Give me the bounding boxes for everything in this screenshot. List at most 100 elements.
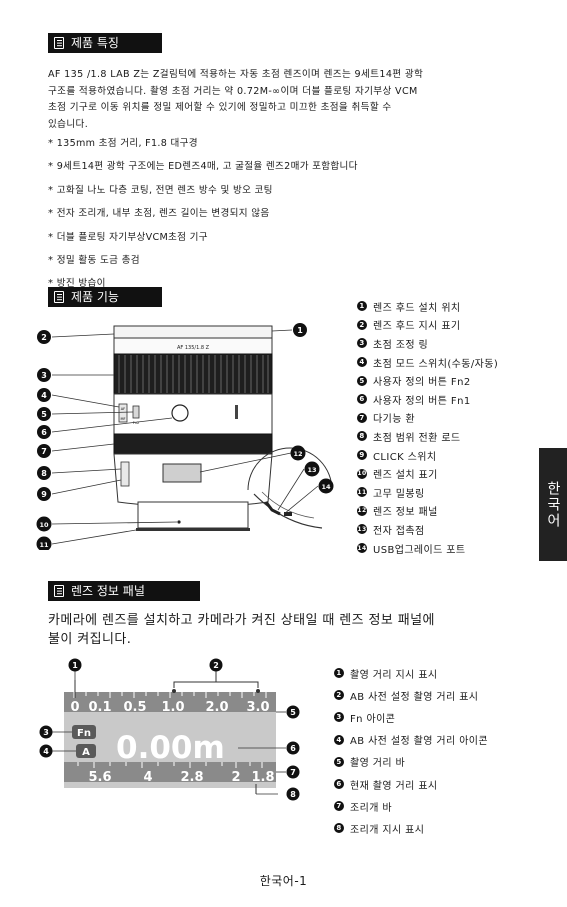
aperture-scale-label: 5.6	[88, 770, 111, 785]
item-label: 렌즈 정보 패널	[373, 507, 438, 519]
item-number-badge: 8	[334, 823, 344, 834]
ab-preset-bracket	[173, 681, 259, 688]
fn1-button[interactable]	[171, 404, 189, 422]
callout-badges: 1 2 3 4 5 6 7 8 9 10 11 12 13 14	[36, 323, 334, 550]
current-distance: 0.00m	[116, 730, 225, 766]
rubber-seal-ring	[136, 528, 250, 531]
item-number-badge: 7	[334, 801, 344, 812]
item-label: 현재 촬영 거리 표시	[350, 780, 438, 792]
item-label: 렌즈 후드 설치 위치	[373, 302, 461, 314]
item-number-badge: 11	[357, 487, 367, 498]
focus-range-lever[interactable]	[120, 461, 130, 487]
distance-scale-label: 2.0	[205, 700, 228, 715]
item-number-badge: 3	[357, 338, 367, 349]
info-panel-diagram: 0 0.1 0.5 1.0 2.0 3.0 Fn A 0.00m 5.6 4 2…	[39, 658, 300, 801]
distance-bar	[64, 692, 276, 712]
item-number-badge: 10	[357, 468, 367, 479]
panel-callout-4: 4	[43, 747, 49, 756]
callout-14: 14	[321, 483, 331, 491]
switch-af-label: AF	[121, 407, 125, 411]
parts-list-item: 13 전자 접촉점	[357, 520, 498, 539]
item-number-badge: 13	[357, 524, 367, 535]
side-text-mark	[235, 405, 238, 419]
feature-item: 정밀 활동 도금 총검	[48, 253, 518, 276]
item-number-badge: 8	[357, 431, 367, 442]
ab-icon-label: A	[82, 747, 90, 758]
fn2-label: Fn2	[133, 421, 139, 425]
aperture-scale-label: 4	[143, 770, 152, 785]
panel-callout-3: 3	[43, 728, 49, 737]
section-heading-info-panel-text: 렌즈 정보 패널	[71, 584, 145, 598]
item-label: 초점 조정 링	[373, 339, 429, 351]
parts-list-item: 12 렌즈 정보 패널	[357, 502, 498, 521]
mount-index-mark	[177, 520, 181, 524]
item-label: 촬영 거리 바	[350, 758, 406, 770]
focus-mode-switch[interactable]	[118, 403, 128, 423]
ab-icon	[76, 744, 96, 758]
multifunction-ring	[113, 433, 273, 455]
panel-list-item: 7 조리개 바	[334, 795, 488, 817]
distance-scale-label: 1.0	[161, 700, 184, 715]
fn-icon-label: Fn	[77, 728, 91, 739]
fn2-button[interactable]	[132, 405, 140, 419]
panel-callout-7: 7	[290, 768, 296, 777]
feature-item: 9세트14편 광학 구조에는 ED렌즈4매, 고 굴절율 렌즈2매가 포함합니다	[48, 159, 518, 182]
aperture-bar	[64, 762, 276, 782]
item-label: USB업그레이드 포트	[373, 544, 466, 556]
item-label: 사용자 정의 버튼 Fn1	[373, 395, 471, 407]
item-label: 고무 밀봉링	[373, 488, 425, 500]
intro-line: AF 135 /1.8 LAB Z는 Z걸림턱에 적용하는 자동 초점 렌즈이며…	[48, 69, 424, 80]
lens-diagram: AF 135/1.8 Z AF MF Fn2	[36, 323, 334, 550]
item-number-badge: 1	[334, 668, 344, 679]
intro-line: 초점 기구로 이동 위치를 정밀 제어할 수 있기에 정밀하고 미끄한 초점을 …	[48, 102, 392, 113]
item-label: 초점 범위 전환 로드	[373, 432, 461, 444]
item-number-badge: 1	[357, 301, 367, 312]
section-heading-functions: 제품 기능	[48, 287, 162, 307]
document-icon	[54, 585, 64, 597]
callout-2: 2	[41, 333, 47, 342]
aperture-scale-label: 2	[231, 770, 240, 785]
parts-list-item: 3 초점 조정 링	[357, 334, 498, 353]
parts-list-item: 10 렌즈 설치 표기	[357, 464, 498, 483]
distance-ticks	[73, 692, 267, 698]
item-number-badge: 4	[334, 734, 344, 745]
panel-callout-8: 8	[290, 790, 296, 799]
callout-11: 11	[39, 541, 49, 549]
item-label: 전자 접촉점	[373, 525, 425, 537]
item-number-badge: 2	[334, 690, 344, 701]
section-heading-features-text: 제품 특징	[71, 36, 119, 50]
item-number-badge: 14	[357, 543, 367, 554]
callout-4: 4	[41, 391, 47, 400]
panel-callout-2: 2	[213, 661, 219, 670]
item-label: 조리개 바	[350, 802, 392, 814]
document-icon	[54, 291, 64, 303]
parts-list-item: 11 고무 밀봉링	[357, 483, 498, 502]
item-label: 사용자 정의 버튼 Fn2	[373, 377, 471, 389]
feature-item: 고화질 나노 다층 코팅, 전면 렌즈 방수 및 방오 코팅	[48, 183, 518, 206]
item-label: 렌즈 설치 표기	[373, 470, 438, 482]
panel-callout-badges: 1 2 3 4 5 6 7 8	[39, 658, 300, 801]
intro-paragraph: AF 135 /1.8 LAB Z는 Z걸림턱에 적용하는 자동 초점 렌즈이며…	[48, 67, 523, 133]
fn-icon	[72, 725, 96, 739]
item-number-badge: 12	[357, 505, 367, 516]
item-number-badge: 5	[334, 756, 344, 767]
intro-line: 있습니다.	[48, 118, 89, 130]
description-line: 불이 켜집니다.	[48, 632, 132, 647]
parts-list-item: 1 렌즈 후드 설치 위치	[357, 297, 498, 316]
lens-hood-mount	[113, 325, 273, 339]
item-number-badge: 3	[334, 712, 344, 723]
focus-ring-grip	[118, 355, 269, 393]
feature-list: 135mm 초점 거리, F1.8 대구경 9세트14편 광학 구조에는 ED렌…	[48, 136, 518, 300]
callout-9: 9	[41, 490, 47, 499]
aperture-scale-label: 2.8	[180, 770, 203, 785]
